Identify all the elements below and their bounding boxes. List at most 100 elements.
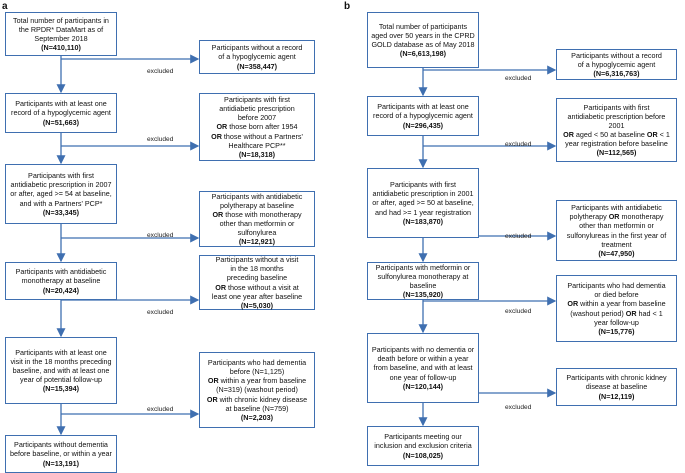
- step-text: Total number of participants aged over 5…: [371, 21, 475, 49]
- panel-label-a: a: [2, 1, 8, 12]
- step-text: Total number of participants in the RPDR…: [13, 15, 109, 43]
- step-count: (N=183,870): [402, 216, 444, 226]
- exclusion-line: OR those without a Partners': [211, 131, 303, 141]
- exclusion-line: Participants without a record: [211, 43, 303, 53]
- exclusion-line: OR aged < 50 at baseline OR < 1: [563, 130, 670, 139]
- exclusion-line: Healthcare PCP**: [228, 140, 286, 150]
- exclusion-line: OR those with monotherapy: [212, 209, 302, 219]
- exclusion-line: Participants with antidiabetic: [211, 191, 303, 201]
- step-text: Participants without dementia before bas…: [10, 440, 112, 459]
- step-text: Participants with metformin or sulfonylu…: [375, 262, 471, 290]
- step-box: Participants with no dementia or death b…: [367, 333, 479, 403]
- step-count: (N=20,424): [42, 285, 80, 295]
- exclusion-line: at baseline (N=759): [225, 403, 289, 413]
- exclusion-line: preceding baseline: [226, 273, 288, 283]
- excluded-label: excluded: [505, 308, 532, 315]
- excluded-label: excluded: [147, 406, 174, 413]
- exclusion-count: (N=18,318): [238, 149, 276, 159]
- exclusion-line: least one year after baseline: [211, 291, 303, 301]
- excluded-label: excluded: [147, 232, 174, 239]
- exclusion-count: (N=2,203): [240, 412, 274, 422]
- exclusion-line: polytherapy OR monotherapy: [569, 212, 664, 222]
- exclusion-line: treatment: [601, 239, 632, 249]
- step-text: Participants with at least one record of…: [373, 102, 473, 121]
- exclusion-line: antidiabetic prescription: [219, 104, 295, 114]
- exclusion-count: (N=5,030): [240, 300, 274, 310]
- step-count: (N=410,110): [41, 43, 81, 53]
- step-box: Participants with at least one record of…: [5, 93, 117, 133]
- step-count: (N=33,345): [42, 207, 80, 217]
- exclusion-line: sulfonylureas in the first year of: [566, 230, 667, 240]
- step-box: Participants with antidiabetic monothera…: [5, 262, 117, 300]
- exclusion-line: Participants who had dementia: [207, 358, 307, 368]
- step-box: Participants with at least one visit in …: [5, 337, 117, 404]
- exclusion-count: (N=15,776): [598, 326, 635, 336]
- step-box: Participants with metformin or sulfonylu…: [367, 262, 479, 300]
- exclusion-line: in the 18 months: [230, 264, 284, 274]
- step-count: (N=6,613,198): [399, 49, 447, 59]
- excluded-label: excluded: [505, 233, 532, 240]
- exclusion-line: Participants with chronic kidney: [566, 373, 667, 383]
- exclusion-line: 2001: [608, 120, 625, 130]
- excluded-label: excluded: [505, 141, 532, 148]
- step-count: (N=51,663): [42, 117, 80, 127]
- step-box: Participants with first antidiabetic pre…: [5, 164, 117, 224]
- step-text: Participants with no dementia or death b…: [371, 345, 475, 382]
- exclusion-line: year registration before baseline: [565, 139, 668, 149]
- step-text: Participants with antidiabetic monothera…: [15, 267, 107, 286]
- exclusion-line: Participants with first: [224, 95, 290, 105]
- excluded-label: excluded: [147, 309, 174, 316]
- exclusion-line: Participants with antidiabetic: [571, 203, 662, 213]
- exclusion-count: (N=6,316,763): [593, 69, 640, 79]
- step-count: (N=120,144): [402, 381, 444, 391]
- exclusion-line: OR those born after 1954: [216, 122, 298, 132]
- step-box: Participants without dementia before bas…: [5, 435, 117, 473]
- exclusion-line: Participants who had dementia: [567, 281, 666, 291]
- panel-label-b: b: [344, 1, 351, 12]
- exclusion-line: (N=319) (washout period): [216, 385, 298, 395]
- exclusion-line: sulfonylurea: [237, 228, 277, 238]
- excluded-label: excluded: [505, 75, 532, 82]
- exclusion-count: (N=47,950): [598, 248, 635, 258]
- exclusion-line: polytherapy at baseline: [220, 200, 294, 210]
- excluded-label: excluded: [147, 68, 174, 75]
- step-text: Participants with first antidiabetic pre…: [372, 180, 474, 217]
- step-text: Participants with at least one visit in …: [10, 347, 112, 385]
- step-count: (N=296,435): [402, 120, 444, 130]
- step-text: Participants with at least one record of…: [11, 99, 111, 118]
- exclusion-line: disease at baseline: [585, 382, 648, 392]
- exclusion-line: antidiabetic prescription before: [567, 111, 666, 121]
- step-count: (N=15,394): [42, 384, 80, 394]
- step-box: Participants with first antidiabetic pre…: [367, 168, 479, 238]
- exclusion-line: Participants without a visit: [215, 255, 299, 265]
- step-text: Participants meeting our inclusion and e…: [374, 432, 472, 451]
- exclusion-line: before (N=1,125): [229, 367, 285, 377]
- step-box: Participants meeting our inclusion and e…: [367, 426, 479, 466]
- exclusion-line: year follow-up: [594, 317, 639, 327]
- exclusion-line: OR those without a visit at: [215, 282, 299, 292]
- step-box: Participants with at least one record of…: [367, 96, 479, 136]
- excluded-label: excluded: [147, 136, 174, 143]
- step-count: (N=135,920): [402, 290, 444, 300]
- exclusion-line: Participants with first: [583, 102, 650, 112]
- exclusion-line: OR with chronic kidney disease: [206, 394, 308, 404]
- step-box: Total number of participants in the RPDR…: [5, 12, 117, 56]
- exclusion-line: OR within a year from baseline: [567, 299, 666, 309]
- exclusion-line: of a hypoglycemic agent: [218, 52, 296, 62]
- step-count: (N=13,191): [42, 458, 80, 468]
- exclusion-line: Participants without a record: [571, 50, 662, 60]
- exclusion-count: (N=12,921): [238, 237, 276, 247]
- exclusion-line: (washout period) OR had < 1: [570, 308, 663, 318]
- exclusion-line: of a hypoglycemic agent: [577, 59, 656, 69]
- exclusion-line: before 2007: [237, 113, 277, 123]
